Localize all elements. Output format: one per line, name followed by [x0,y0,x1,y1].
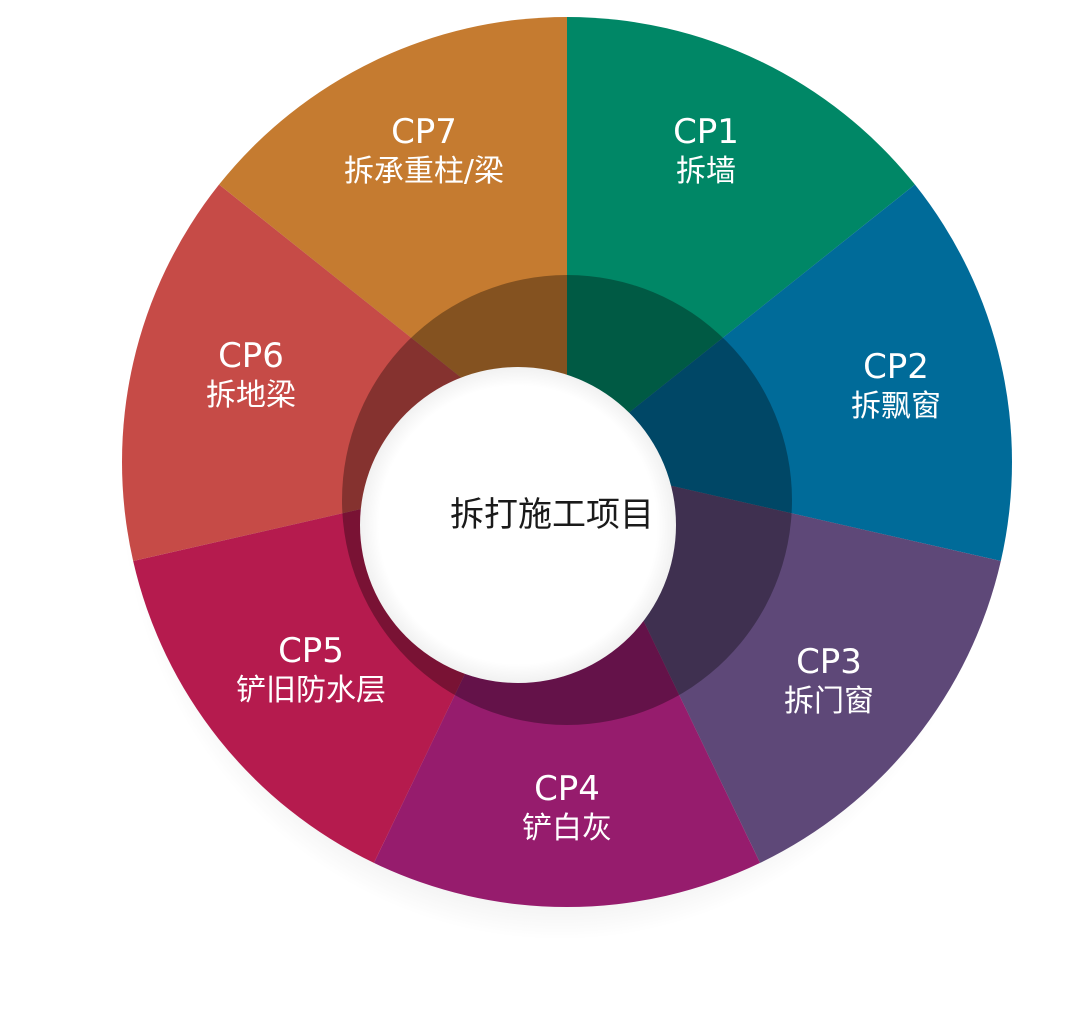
center-label: 拆打施工项目 [450,495,654,535]
center-hole [360,367,676,683]
segment-cp1 [567,17,915,462]
segment-text: 拆飘窗 [851,389,941,424]
segment-cp2 [567,184,1012,562]
segment-code: CP6 [218,336,284,376]
segment-cp3 [567,462,1001,863]
segment-code: CP7 [391,112,457,152]
segment-cp4 [373,462,761,907]
segment-code: CP4 [534,769,600,809]
segment-cp7 [219,17,567,462]
segment-code: CP1 [673,112,739,152]
segment-code: CP3 [796,642,862,682]
segment-text: 拆地梁 [206,378,296,413]
segment-text: 铲白灰 [522,811,612,846]
segment-text: 拆门窗 [784,684,874,719]
segment-text: 铲旧防水层 [236,673,386,708]
segment-code: CP5 [278,631,344,671]
segment-text: 拆墙 [676,154,736,189]
segment-code: CP2 [863,347,929,387]
ring-segments [122,17,1012,907]
segment-text: 拆承重柱/梁 [344,154,504,189]
